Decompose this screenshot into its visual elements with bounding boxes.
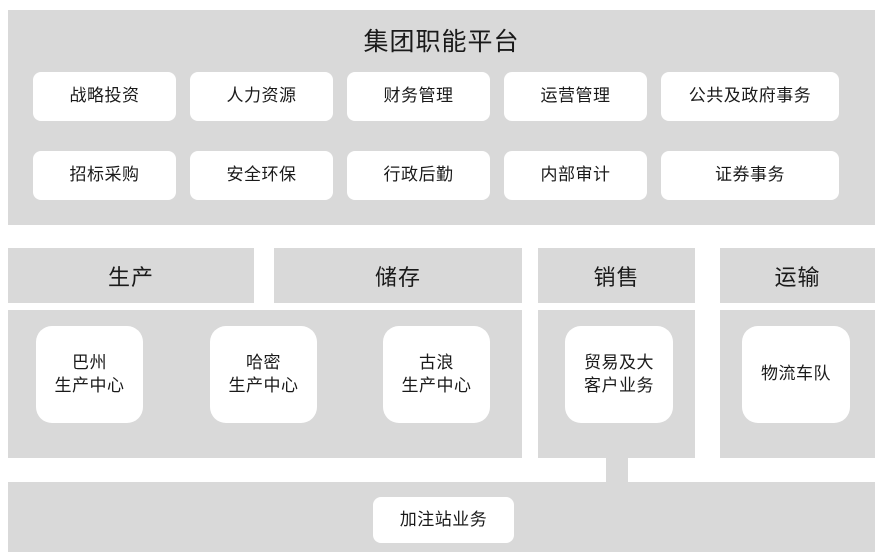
platform-card-operations-management[interactable]: 运营管理 (504, 72, 647, 121)
platform-card-public-government-affairs[interactable]: 公共及政府事务 (661, 72, 839, 121)
transport-card-logistics-fleet[interactable]: 物流车队 (742, 326, 850, 423)
section-header-storage[interactable]: 储存 (274, 248, 522, 303)
sales-card-trade-key-accounts-line2: 客户业务 (584, 375, 654, 395)
production-card-gulang-line1: 古浪 (419, 352, 454, 372)
production-card-gulang-line2: 生产中心 (401, 375, 472, 395)
production-card-hami[interactable]: 哈密 生产中心 (210, 326, 317, 423)
platform-card-internal-audit[interactable]: 内部审计 (504, 151, 647, 200)
production-card-bazhou-line1: 巴州 (72, 352, 107, 372)
platform-card-securities-affairs[interactable]: 证券事务 (661, 151, 839, 200)
platform-card-bidding-procurement[interactable]: 招标采购 (33, 151, 176, 200)
section-header-transport[interactable]: 运输 (720, 248, 875, 303)
production-card-hami-line1: 哈密 (246, 352, 281, 372)
production-card-bazhou[interactable]: 巴州 生产中心 (36, 326, 143, 423)
section-header-production[interactable]: 生产 (8, 248, 254, 303)
production-card-hami-line2: 生产中心 (228, 375, 299, 395)
transport-card-logistics-fleet-line1: 物流车队 (761, 364, 831, 384)
page-title: 集团职能平台 (363, 28, 520, 56)
platform-card-human-resources[interactable]: 人力资源 (190, 72, 333, 121)
platform-card-safety-environment[interactable]: 安全环保 (190, 151, 333, 200)
section-header-sales[interactable]: 销售 (538, 248, 695, 303)
platform-card-financial-management[interactable]: 财务管理 (347, 72, 490, 121)
sales-card-trade-key-accounts[interactable]: 贸易及大 客户业务 (565, 326, 673, 423)
sales-card-trade-key-accounts-line1: 贸易及大 (584, 352, 654, 372)
bottom-card-fueling-station-business[interactable]: 加注站业务 (373, 497, 514, 543)
platform-card-administration-logistics[interactable]: 行政后勤 (347, 151, 490, 200)
production-card-bazhou-line2: 生产中心 (54, 375, 125, 395)
platform-card-strategic-investment[interactable]: 战略投资 (33, 72, 176, 121)
connector-sales-to-bottom (606, 458, 628, 484)
production-card-gulang[interactable]: 古浪 生产中心 (383, 326, 490, 423)
